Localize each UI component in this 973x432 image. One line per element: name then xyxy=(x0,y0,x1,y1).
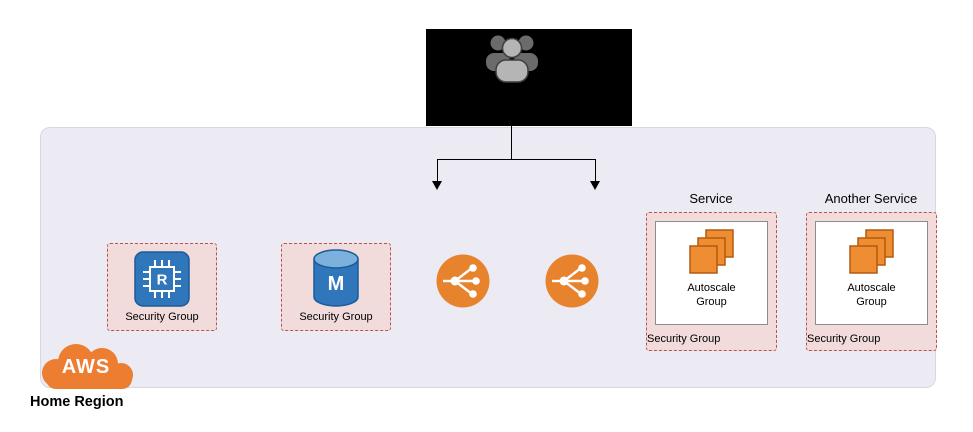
redis-icon-letter: R xyxy=(157,272,168,289)
service-title: Service xyxy=(689,191,733,206)
autoscale-group-label: Autoscale Group xyxy=(687,282,736,308)
autoscale-group-label: Autoscale Group xyxy=(847,282,896,308)
mongodb-database-icon[interactable]: M xyxy=(310,248,362,308)
connector-vertical-right xyxy=(595,159,596,182)
autoscale-instances-icon xyxy=(688,229,734,274)
autoscale-instances-icon xyxy=(848,229,894,274)
aws-cloud-icon[interactable] xyxy=(34,340,138,392)
another-service-security-group[interactable]: Autoscale Group Security Group xyxy=(806,212,937,351)
mongodb-icon-letter: M xyxy=(328,273,345,295)
load-balancer-left-icon[interactable] xyxy=(436,254,490,308)
connector-horizontal-split xyxy=(437,159,596,160)
service-autoscale-group[interactable]: Autoscale Group xyxy=(655,221,768,325)
arrowhead-left xyxy=(432,181,442,190)
region-label: Home Region xyxy=(30,394,124,410)
service-security-group[interactable]: Autoscale Group Security Group xyxy=(646,212,777,351)
connector-vertical-left xyxy=(437,159,438,182)
another-service-title: Another Service xyxy=(824,191,918,206)
another-service-autoscale-group[interactable]: Autoscale Group xyxy=(815,221,928,325)
redis-cache-icon[interactable]: R xyxy=(134,251,190,307)
aws-cloud-label: AWS xyxy=(61,356,111,378)
security-group-database[interactable]: M Security Group xyxy=(281,243,391,331)
users-icon[interactable] xyxy=(482,30,542,84)
security-group-label: Security Group xyxy=(125,311,199,323)
security-group-label: Security Group xyxy=(299,311,373,323)
security-group-label: Security Group xyxy=(807,333,881,345)
arrowhead-right xyxy=(590,181,600,190)
connector-vertical-main xyxy=(511,126,512,160)
load-balancer-right-icon[interactable] xyxy=(545,254,599,308)
security-group-cache[interactable]: R Security Group xyxy=(107,243,217,331)
security-group-label: Security Group xyxy=(647,333,721,345)
